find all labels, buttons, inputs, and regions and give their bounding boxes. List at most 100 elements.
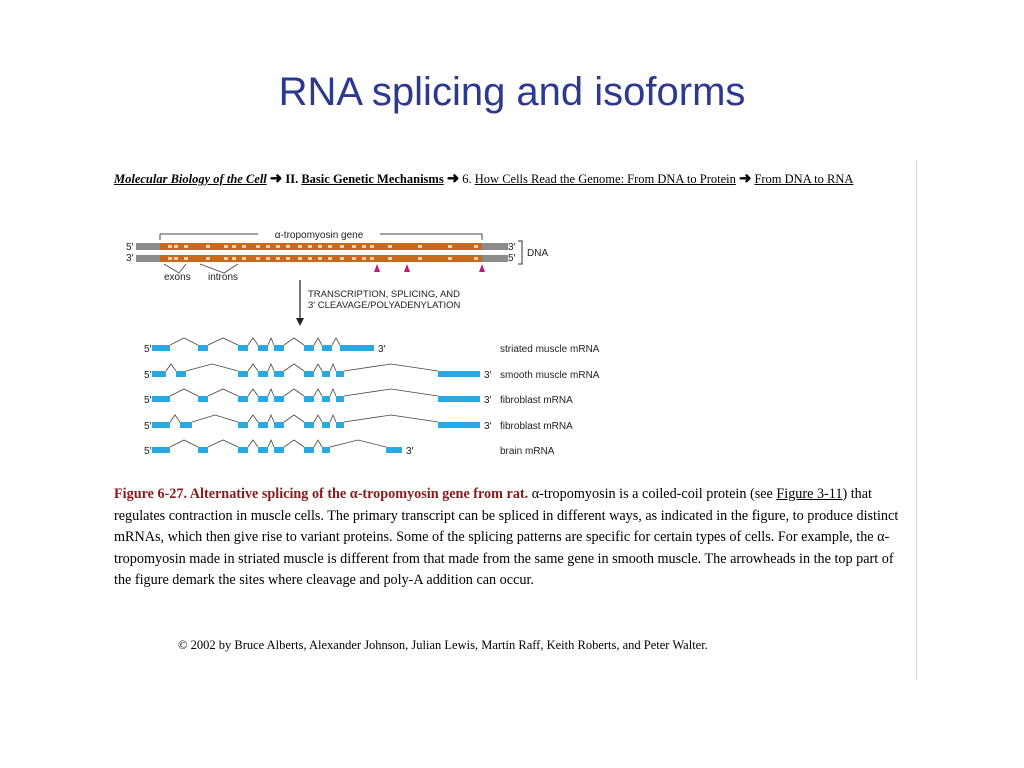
exon-markers <box>168 245 478 260</box>
mrna-3-label: 3′ <box>484 370 492 381</box>
figure-caption: Figure 6-27. Alternative splicing of the… <box>114 484 914 592</box>
exon-marker <box>370 257 374 260</box>
mrna-exon <box>336 422 344 428</box>
mrna-intron-splice <box>267 336 275 346</box>
mrna-exon <box>438 396 480 402</box>
mrna-label: fibroblast mRNA <box>500 395 573 406</box>
dna-bottom-right-flank <box>482 255 508 262</box>
mrna-exon <box>438 422 480 428</box>
breadcrumb: Molecular Biology of the Cell➜II. Basic … <box>114 170 904 189</box>
mrna-intron-splice <box>247 414 259 423</box>
exon-marker <box>474 257 478 260</box>
exon-marker <box>318 245 322 248</box>
right-arrow-icon: ➜ <box>446 171 460 187</box>
exon-marker <box>448 257 452 260</box>
exon-marker <box>168 245 172 248</box>
exon-marker <box>184 257 188 260</box>
mrna-exon <box>274 422 284 428</box>
exon-marker <box>352 257 356 260</box>
mrna-intron-splice <box>169 337 199 346</box>
mrna-intron-splice <box>169 388 199 397</box>
mrna-exon <box>198 447 208 453</box>
gene-bracket <box>159 233 483 240</box>
mrna-intron-splice <box>283 337 305 346</box>
mrna-exon <box>386 447 402 453</box>
mrna-intron-splice <box>313 363 323 372</box>
cleavage-site-arrowhead <box>374 264 380 272</box>
breadcrumb-chapter-link[interactable]: How Cells Read the Genome: From DNA to P… <box>474 172 736 186</box>
mrna-intron-splice <box>207 337 239 346</box>
exons-label: exons <box>164 272 191 283</box>
mrna-intron-splice <box>313 439 323 448</box>
mrna-variants: 5′ 3′ striated muscle mRNA 5′ 3′ smooth … <box>144 336 600 457</box>
mrna-intron-splice <box>267 362 275 372</box>
exon-marker <box>286 245 290 248</box>
mrna-exon <box>274 371 284 377</box>
mrna-exon <box>304 447 314 453</box>
cleavage-site-arrowhead <box>479 264 485 272</box>
mrna-exon <box>322 422 330 428</box>
mrna-label: brain mRNA <box>500 446 555 457</box>
mrna-intron-splice <box>169 414 181 423</box>
mrna-intron-splice <box>343 363 439 372</box>
splicing-diagram: α-tropomyosin gene 5′ 3′ 3′ 5′ DNA exons… <box>126 230 600 457</box>
copyright-notice: © 2002 by Bruce Alberts, Alexander Johns… <box>178 638 708 652</box>
mrna-exon <box>304 345 314 351</box>
textbook-figure-panel: Molecular Biology of the Cell➜II. Basic … <box>108 160 917 680</box>
mrna-exon <box>274 447 284 453</box>
process-label-line1: TRANSCRIPTION, SPLICING, AND <box>308 289 460 300</box>
mrna-intron-splice <box>313 414 323 423</box>
introns-label: introns <box>208 272 238 283</box>
mrna-fibroblast-1: 5′ 3′ fibroblast mRNA <box>144 387 573 406</box>
exon-marker <box>174 245 178 248</box>
exon-marker <box>184 245 188 248</box>
mrna-label: smooth muscle mRNA <box>500 370 600 381</box>
mrna-exon <box>152 447 170 453</box>
mrna-intron-splice <box>283 388 305 397</box>
exon-marker <box>276 245 280 248</box>
exon-marker <box>328 257 332 260</box>
mrna-3-label: 3′ <box>378 344 386 355</box>
mrna-intron-splice <box>329 387 337 397</box>
exon-marker <box>266 245 270 248</box>
caption-title: Figure 6-27. Alternative splicing of the… <box>114 486 529 502</box>
mrna-intron-splice <box>191 414 239 423</box>
introns-pointer <box>199 263 239 274</box>
gene-label: α-tropomyosin gene <box>275 230 364 241</box>
mrna-exon <box>238 447 248 453</box>
breadcrumb-section-link[interactable]: From DNA to RNA <box>754 172 854 186</box>
mrna-exon <box>238 345 248 351</box>
exon-marker <box>256 257 260 260</box>
exon-marker <box>266 257 270 260</box>
exon-marker <box>232 245 236 248</box>
mrna-intron-splice <box>343 414 439 423</box>
mrna-5-label: 5′ <box>144 446 152 457</box>
exon-marker <box>242 257 246 260</box>
exon-marker <box>318 257 322 260</box>
mrna-intron-splice <box>247 439 259 448</box>
mrna-3-label: 3′ <box>484 421 492 432</box>
breadcrumb-book-link[interactable]: Molecular Biology of the Cell <box>114 172 267 186</box>
mrna-exon <box>152 422 170 428</box>
mrna-exon <box>322 396 330 402</box>
breadcrumb-part-link[interactable]: Basic Genetic Mechanisms <box>301 172 444 186</box>
mrna-intron-splice <box>283 363 305 372</box>
figure-3-11-link[interactable]: Figure 3-11 <box>776 486 843 502</box>
exon-marker <box>328 245 332 248</box>
cleavage-site-arrowhead <box>404 264 410 272</box>
mrna-5-label: 5′ <box>144 370 152 381</box>
exon-marker <box>206 257 210 260</box>
mrna-intron-splice <box>185 363 239 372</box>
mrna-exon <box>336 371 344 377</box>
exon-marker <box>224 257 228 260</box>
mrna-exon <box>238 371 248 377</box>
mrna-3-label: 3′ <box>406 446 414 457</box>
exon-marker <box>352 245 356 248</box>
mrna-exon <box>274 345 284 351</box>
exon-marker <box>168 257 172 260</box>
caption-text-2: ) that regulates contraction in muscle c… <box>114 486 899 589</box>
mrna-exon <box>152 345 170 351</box>
right-arrow-icon: ➜ <box>269 171 283 187</box>
mrna-intron-splice <box>267 413 275 423</box>
mrna-exon <box>198 345 208 351</box>
